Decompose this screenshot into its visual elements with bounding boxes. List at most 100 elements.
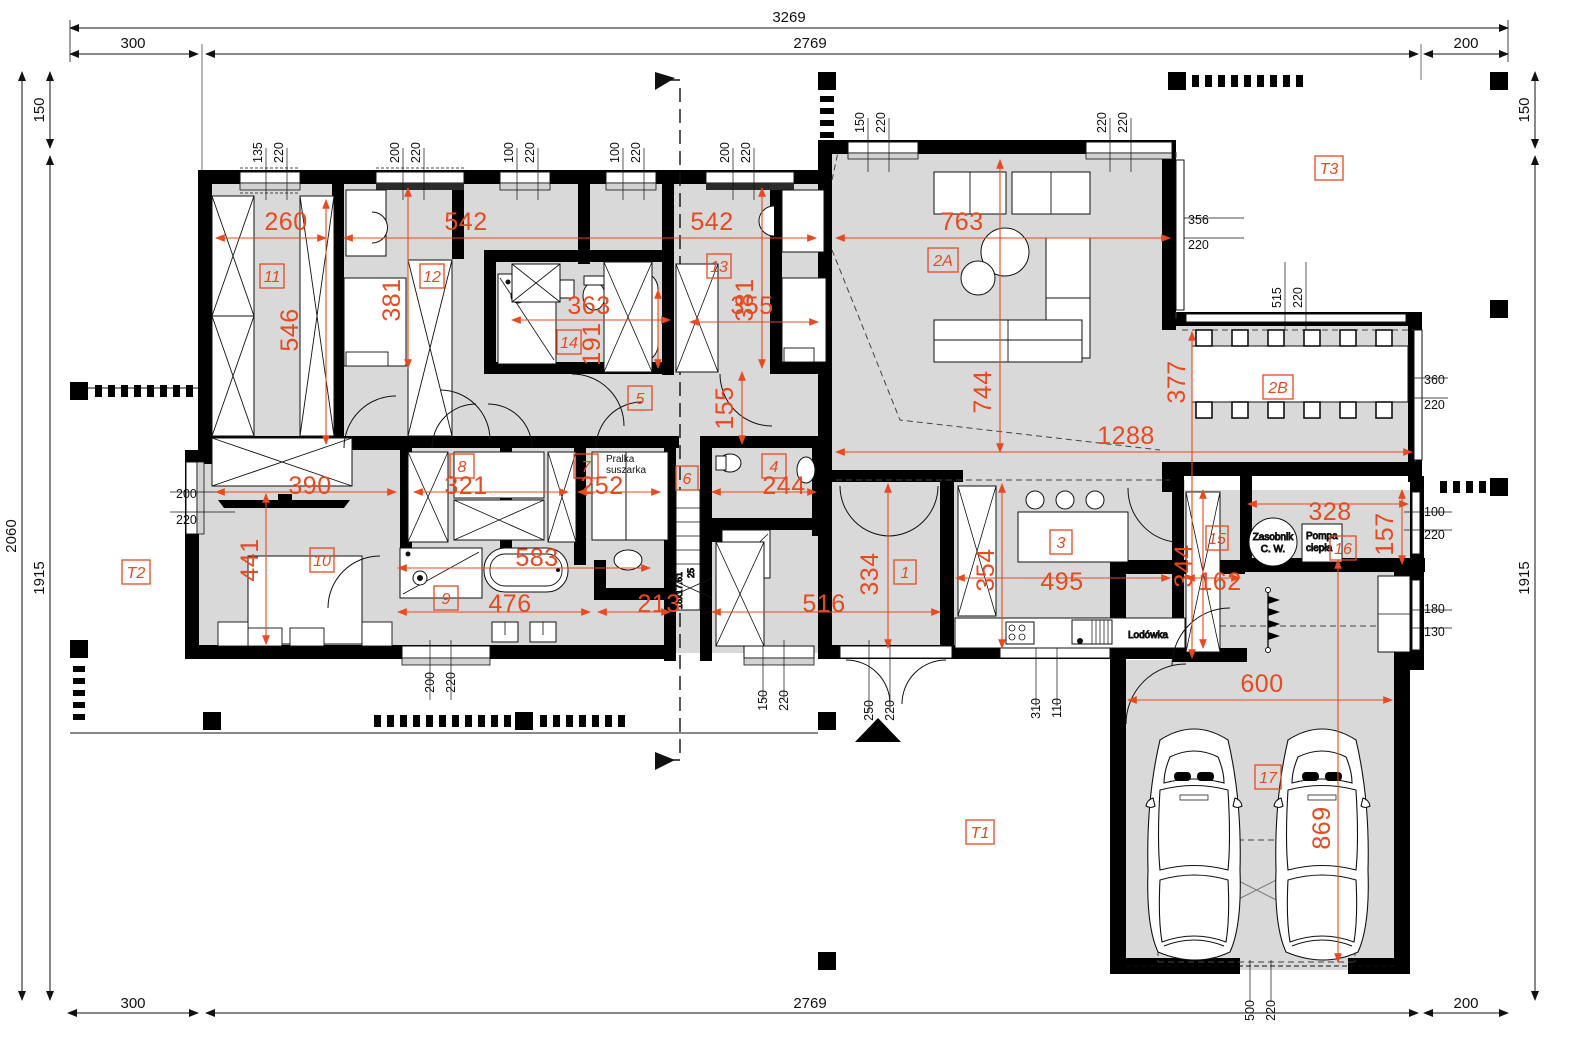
opening-label-w: 356 — [1188, 213, 1209, 227]
dim-top-outer: 3269 — [772, 9, 805, 26]
stair-riser-label: 18x17.61 — [674, 572, 684, 609]
opening-label-h: 220 — [1264, 1000, 1278, 1021]
terrace-badge-t2: T2 — [121, 559, 151, 585]
washer-dryer-label-2: suszarka — [606, 465, 646, 476]
room-number: 4 — [770, 459, 779, 476]
bed-13 — [343, 277, 407, 367]
fridge-label: Lodówka — [1128, 630, 1168, 641]
stairs-7: 18x17.61 25 — [667, 489, 713, 611]
dim-right-inner: 1915 — [1516, 561, 1533, 594]
opening-label-h: 220 — [1424, 398, 1445, 412]
dim-r7-w: 213 — [637, 590, 680, 618]
room-number: 17 — [1259, 770, 1278, 787]
opening-label-h: 220 — [629, 142, 643, 163]
room-number: 9 — [442, 591, 451, 608]
dim-r12-h: 546 — [276, 308, 304, 351]
dim-r11-w: 390 — [288, 472, 331, 500]
opening-label-w: 100 — [608, 142, 622, 163]
room-number: 6 — [683, 471, 692, 488]
dim-r2b-w: 1288 — [1097, 422, 1155, 450]
terrace-badge-t3: T3 — [1314, 155, 1344, 181]
opening-label-w: 150 — [853, 112, 867, 133]
left-dimension-chain: 2060 150 1915 — [3, 71, 54, 1001]
room-badge-6: 5 — [627, 385, 653, 411]
dim-r15-w: 363 — [567, 292, 610, 320]
dim-r8-w: 252 — [580, 472, 623, 500]
wardrobe-12 — [211, 195, 255, 437]
car-left — [1145, 728, 1243, 961]
dim-r16-h: 157 — [1371, 512, 1399, 555]
opening-label-w: 100 — [502, 142, 516, 163]
wardrobe-13 — [407, 259, 453, 437]
shower-10 — [399, 547, 483, 599]
dining-chairs-2b-bottom — [1195, 401, 1393, 419]
dim-r11-h: 441 — [236, 538, 264, 581]
opening-label-h: 220 — [444, 672, 458, 693]
dim-bottom-left: 300 — [120, 995, 145, 1012]
dim-r3-h: 354 — [972, 548, 1000, 591]
opening-label-w: 200 — [176, 487, 197, 501]
dim-r3-w: 495 — [1040, 568, 1083, 596]
windows-top: 135 220 200 220 100 220 100 220 — [239, 112, 1173, 200]
terrace-label: T2 — [127, 565, 146, 582]
room-number: 12 — [423, 269, 441, 286]
opening-label-h: 220 — [523, 142, 537, 163]
dim-r2a-w: 763 — [940, 208, 983, 236]
opening-label-h: 220 — [1291, 287, 1305, 308]
room-number: 5 — [636, 391, 645, 408]
window-right-100-220: 100 220 — [1404, 491, 1452, 555]
toilet-5 — [715, 453, 742, 473]
storage-16-right — [1377, 575, 1411, 653]
opening-label-h: 110 — [1050, 698, 1064, 718]
room-number: 10 — [313, 553, 331, 570]
heat-pump-label-2: ciepła — [1306, 543, 1333, 554]
window-bottom-150-220: 150 220 — [743, 640, 815, 711]
window-right-515-220: 515 220 — [1185, 262, 1407, 330]
room-badge-12: 11 — [259, 263, 285, 289]
wardrobe-3-left — [957, 485, 997, 617]
dining-chairs-2b-top — [1195, 329, 1393, 347]
room-badge-17: 17 — [1254, 764, 1282, 790]
desk-13 — [345, 189, 388, 257]
dim-r12-w: 260 — [264, 208, 307, 236]
entry-door-250-220: 250 220 — [839, 640, 953, 742]
window-200-220: 200 220 — [375, 142, 465, 200]
room-badge-4: 15 — [1205, 525, 1229, 551]
terrace-label: T3 — [1320, 161, 1339, 178]
dim-left-inner: 1915 — [31, 561, 48, 594]
opening-label-h: 220 — [1424, 528, 1445, 542]
terrace-label: T1 — [971, 825, 990, 842]
opening-label-w: 135 — [251, 142, 265, 163]
dim-r2a-h: 744 — [969, 370, 997, 413]
opening-label-h: 220 — [176, 513, 197, 527]
window-135-220: 135 220 — [239, 142, 301, 200]
opening-label-h: 220 — [272, 142, 286, 163]
window-200-220-b: 200 220 — [705, 142, 795, 200]
walls — [185, 140, 1425, 974]
room-number: 16 — [1334, 541, 1352, 558]
dim-r10-w: 476 — [488, 590, 531, 618]
room-badge-16: 16 — [1329, 535, 1357, 561]
room-number: 8 — [458, 459, 467, 476]
opening-label-h: 220 — [1188, 238, 1209, 252]
dim-r14-w: 542 — [690, 208, 733, 236]
opening-label-w: 100 — [1424, 505, 1445, 519]
opening-label-h: 220 — [409, 142, 423, 163]
kitchen-island-3 — [1017, 490, 1129, 563]
wardrobe-5-low — [715, 541, 765, 647]
red-dimensions — [214, 158, 1414, 964]
room-badge-2a: 2A — [927, 247, 959, 273]
sinks-10 — [491, 621, 557, 643]
window-right-356-220: 356 220 — [1175, 159, 1244, 311]
opening-label-w: 200 — [423, 672, 437, 693]
dim-r1-w: 516 — [802, 590, 845, 618]
dim-r9-w: 321 — [444, 472, 487, 500]
heat-pump-16 — [1301, 523, 1343, 563]
wardrobe-9 — [407, 451, 577, 543]
opening-label-h: 130 — [1424, 625, 1445, 639]
top-dimension-chain: 3269 300 2769 200 — [69, 9, 1509, 180]
window-right-360-220: 360 220 — [1392, 329, 1448, 461]
opening-label-w: 250 — [862, 700, 876, 721]
dim-r16-w: 328 — [1308, 498, 1351, 526]
